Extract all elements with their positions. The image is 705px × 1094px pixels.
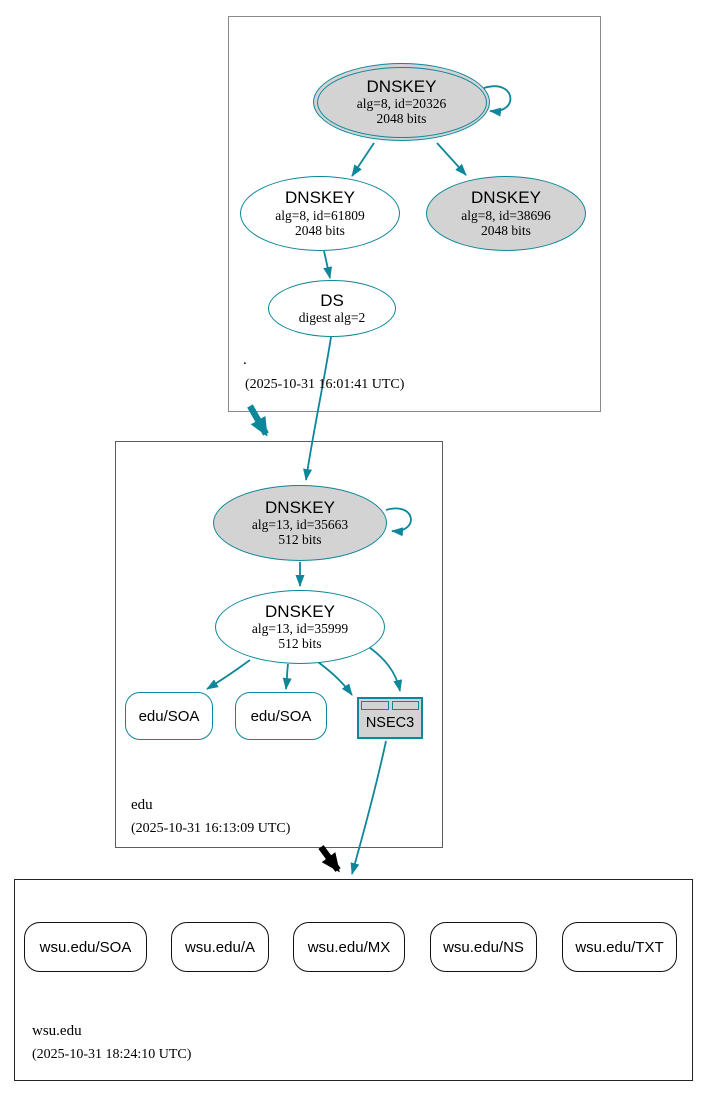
node-title: DNSKEY <box>366 76 437 96</box>
nsec3-node[interactable]: NSEC3 <box>357 697 423 739</box>
dnskey-node-root-zsk-61809[interactable]: DNSKEY alg=8, id=61809 2048 bits <box>240 176 400 251</box>
rrset-label: wsu.edu/TXT <box>575 938 664 956</box>
rrset-node-wsu-edu-txt[interactable]: wsu.edu/TXT <box>562 922 677 972</box>
node-detail: alg=13, id=35663 <box>251 517 349 533</box>
nsec3-cell <box>361 701 389 710</box>
zone-box-root <box>228 16 601 412</box>
rrset-node-wsu-edu-a[interactable]: wsu.edu/A <box>171 922 269 972</box>
zone-name-root: . <box>243 352 247 368</box>
rrset-label: edu/SOA <box>138 707 200 725</box>
rrset-node-wsu-edu-soa[interactable]: wsu.edu/SOA <box>24 922 147 972</box>
nsec3-header-row <box>361 701 419 710</box>
rrset-node-wsu-edu-ns[interactable]: wsu.edu/NS <box>430 922 537 972</box>
zone-box-wsu-edu <box>14 879 693 1081</box>
node-detail: alg=13, id=35999 <box>251 621 349 637</box>
node-detail: 2048 bits <box>481 222 531 238</box>
rrset-label: wsu.edu/A <box>184 938 256 956</box>
node-title: DNSKEY <box>265 497 335 517</box>
zone-timestamp-wsu-edu: (2025-10-31 18:24:10 UTC) <box>32 1047 192 1062</box>
rrset-label: wsu.edu/NS <box>443 938 524 956</box>
node-detail: alg=8, id=61809 <box>275 207 365 223</box>
zone-name-wsu-edu: wsu.edu <box>32 1023 82 1039</box>
node-detail: 512 bits <box>278 636 322 652</box>
node-detail: alg=8, id=38696 <box>461 207 551 223</box>
node-detail: 2048 bits <box>376 111 427 127</box>
edge-delegation-edu-to-wsu-edu <box>318 845 341 873</box>
node-detail: 2048 bits <box>295 222 345 238</box>
rrset-node-wsu-edu-mx[interactable]: wsu.edu/MX <box>293 922 405 972</box>
rrset-label: wsu.edu/SOA <box>39 938 132 956</box>
node-title: DS <box>320 290 344 310</box>
zone-timestamp-root: (2025-10-31 16:01:41 UTC) <box>245 377 405 392</box>
node-detail: alg=8, id=20326 <box>356 96 447 112</box>
rrset-label: edu/SOA <box>250 707 312 725</box>
dnskey-node-root-ksk-20326[interactable]: DNSKEY alg=8, id=20326 2048 bits <box>313 63 490 141</box>
rrset-node-edu-soa-2[interactable]: edu/SOA <box>235 692 327 740</box>
node-detail: 512 bits <box>278 532 322 548</box>
nsec3-cell <box>391 701 419 710</box>
node-title: DNSKEY <box>471 188 541 208</box>
node-title: DNSKEY <box>265 601 335 621</box>
zone-box-edu <box>115 441 443 848</box>
dnskey-node-edu-ksk-35663[interactable]: DNSKEY alg=13, id=35663 512 bits <box>213 485 387 561</box>
zone-timestamp-edu: (2025-10-31 16:13:09 UTC) <box>131 821 291 836</box>
dnskey-node-edu-zsk-35999[interactable]: DNSKEY alg=13, id=35999 512 bits <box>215 590 385 664</box>
rrset-node-edu-soa-1[interactable]: edu/SOA <box>125 692 213 740</box>
nsec3-label: NSEC3 <box>365 714 415 731</box>
zone-name-edu: edu <box>131 797 153 813</box>
node-detail: digest alg=2 <box>298 310 366 326</box>
rrset-label: wsu.edu/MX <box>307 938 391 956</box>
ds-node-root[interactable]: DS digest alg=2 <box>268 280 396 337</box>
node-title: DNSKEY <box>285 188 355 208</box>
dnskey-node-root-38696[interactable]: DNSKEY alg=8, id=38696 2048 bits <box>426 176 586 251</box>
